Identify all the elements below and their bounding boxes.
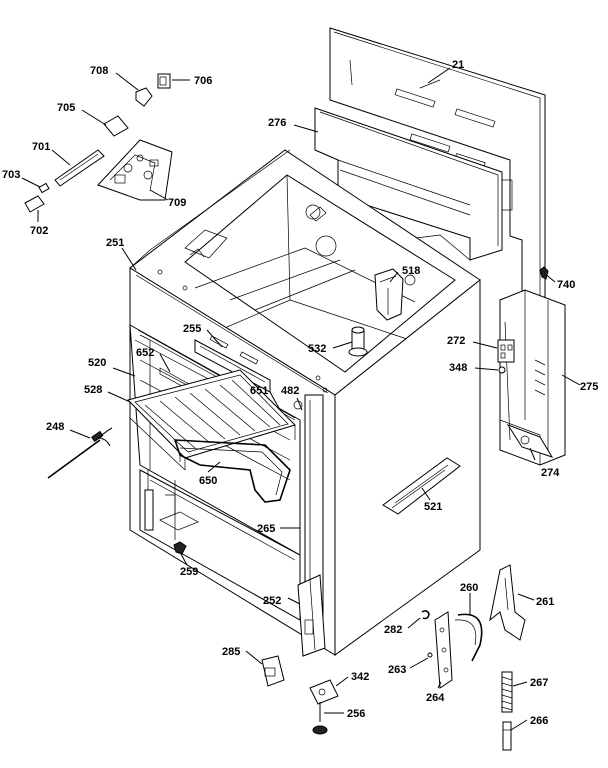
range-cabinet	[129, 149, 481, 656]
terminal-block-272	[497, 339, 515, 363]
oven-rack-528	[127, 369, 296, 471]
callout-709: 709	[168, 197, 186, 209]
part-701	[54, 149, 105, 187]
bake-element-650	[173, 439, 291, 503]
callout-651: 651	[250, 385, 268, 397]
callout-703: 703	[2, 169, 20, 181]
callout-264: 264	[426, 692, 445, 704]
part-706	[157, 73, 171, 89]
callout-282: 282	[384, 624, 402, 636]
part-705	[103, 115, 129, 137]
callout-252: 252	[263, 595, 281, 607]
foot-259	[173, 541, 187, 555]
hinge-260	[434, 611, 483, 689]
callout-labels: 21 276 708 706 705 701 703 702 709 251 2…	[2, 59, 598, 727]
spring-267	[501, 671, 513, 713]
callout-275: 275	[580, 381, 598, 393]
callout-266: 266	[530, 715, 548, 727]
callout-21: 21	[452, 59, 464, 71]
callout-267: 267	[530, 677, 548, 689]
callout-482: 482	[281, 385, 299, 397]
callout-260: 260	[460, 582, 478, 594]
screw-348	[498, 366, 506, 374]
callout-265: 265	[257, 523, 275, 535]
leader-lines	[21, 67, 581, 731]
leg-bracket-252	[297, 574, 326, 657]
part-285	[261, 655, 285, 687]
leveler-256	[312, 702, 328, 735]
level-base-342	[309, 679, 339, 705]
part-703	[38, 182, 50, 194]
callout-706: 706	[194, 75, 212, 87]
callout-708: 708	[90, 65, 108, 77]
part-709	[97, 139, 173, 201]
callout-532: 532	[308, 343, 326, 355]
callout-348: 348	[449, 362, 467, 374]
bracket-518	[374, 268, 404, 321]
callout-701: 701	[32, 141, 50, 153]
callout-521: 521	[424, 501, 442, 513]
callout-518: 518	[402, 265, 420, 277]
clip-282	[421, 610, 430, 620]
callout-255: 255	[183, 323, 201, 335]
callout-261: 261	[536, 596, 554, 608]
callout-342: 342	[351, 671, 369, 683]
callout-520: 520	[88, 357, 106, 369]
callout-285: 285	[222, 646, 240, 658]
callout-528: 528	[84, 384, 102, 396]
rear-panel-21	[329, 27, 546, 309]
callout-274: 274	[541, 467, 560, 479]
screw-263	[427, 652, 433, 658]
callout-740: 740	[557, 279, 575, 291]
callout-702: 702	[30, 225, 48, 237]
callout-272: 272	[447, 335, 465, 347]
callout-263: 263	[388, 664, 406, 676]
probe-248	[47, 427, 113, 479]
part-532	[348, 326, 368, 357]
pin-266	[502, 721, 512, 751]
callout-259: 259	[180, 566, 198, 578]
callout-650: 650	[199, 475, 217, 487]
part-708	[135, 87, 153, 107]
side-panel-275	[499, 289, 566, 466]
callout-705: 705	[57, 102, 75, 114]
callout-251: 251	[106, 237, 124, 249]
hinge-261	[489, 564, 526, 641]
callout-652: 652	[136, 347, 154, 359]
callout-248: 248	[46, 421, 64, 433]
bracket-274	[506, 424, 554, 458]
part-702	[24, 195, 45, 213]
callout-256: 256	[347, 708, 365, 720]
callout-276: 276	[268, 117, 286, 129]
